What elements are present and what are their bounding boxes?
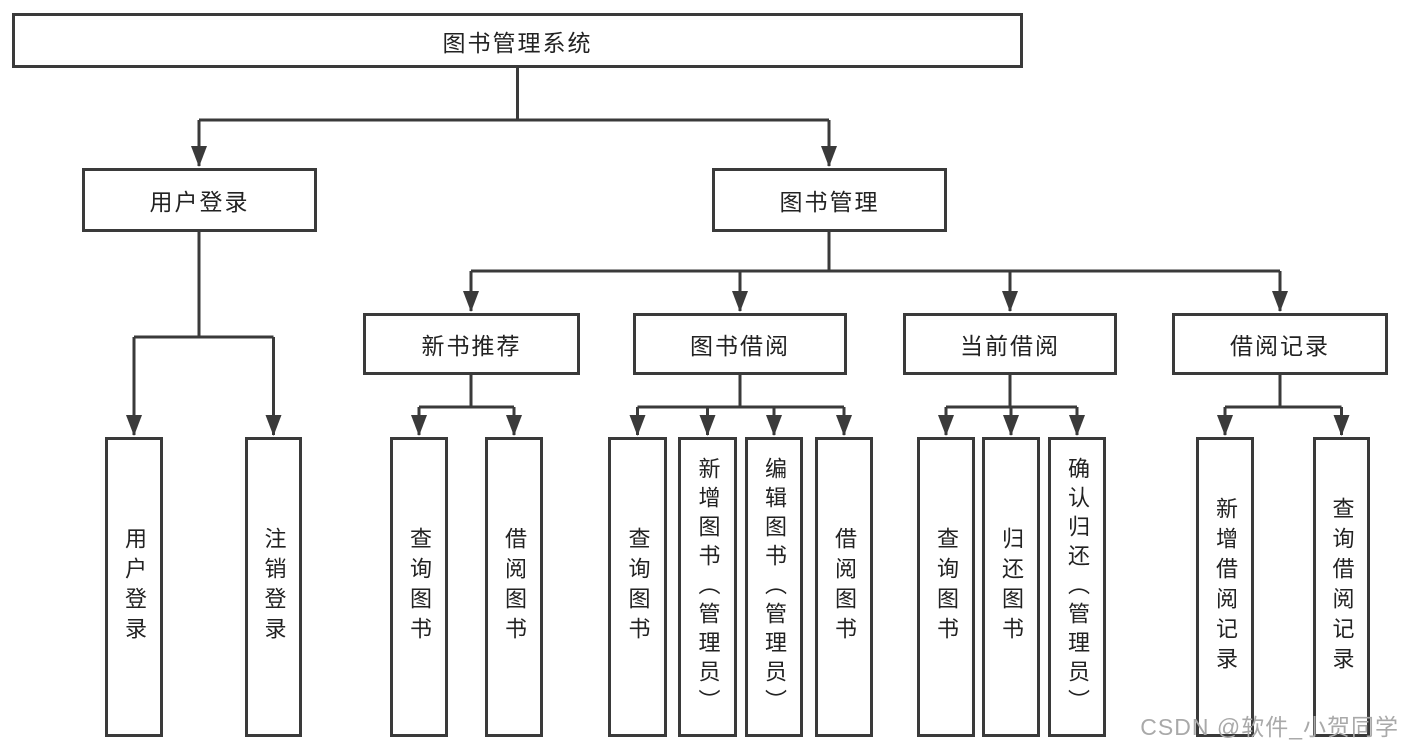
node-borrow-records-label: 借阅记录	[1230, 333, 1330, 359]
leaf-borrow-query-book: 查询图书	[608, 437, 667, 737]
leaf-label: 查询借阅记录	[1329, 497, 1355, 677]
node-current-borrow: 当前借阅	[903, 313, 1117, 375]
node-user-login: 用户登录	[82, 168, 317, 232]
user-login-connector	[126, 232, 282, 436]
node-book-manage: 图书管理	[712, 168, 947, 232]
leaf-label: 编辑图书（管理员）	[762, 456, 787, 718]
leaf-return-book: 归还图书	[982, 437, 1040, 737]
node-new-book-recommend: 新书推荐	[363, 313, 580, 375]
current-connector	[938, 375, 1085, 436]
node-book-borrow-label: 图书借阅	[690, 333, 790, 359]
leaf-borrow-book: 借阅图书	[815, 437, 873, 737]
node-book-manage-label: 图书管理	[779, 189, 880, 215]
leaf-label: 注销登录	[261, 527, 287, 647]
leaf-add-borrow-record: 新增借阅记录	[1196, 437, 1254, 737]
book-manage-connector	[463, 232, 1288, 312]
leaf-label: 查询图书	[407, 527, 432, 647]
watermark: CSDN @软件_小贺同学	[1140, 714, 1399, 740]
node-new-book-recommend-label: 新书推荐	[421, 333, 522, 359]
leaf-logout: 注销登录	[245, 437, 302, 737]
leaf-user-login: 用户登录	[105, 437, 163, 737]
leaf-recommend-borrow-book: 借阅图书	[485, 437, 543, 737]
leaf-label: 借阅图书	[832, 527, 857, 647]
records-connector	[1217, 375, 1350, 436]
node-book-borrow: 图书借阅	[633, 313, 847, 375]
leaf-label: 查询图书	[934, 527, 959, 647]
root-connector	[191, 68, 837, 167]
leaf-recommend-query-book: 查询图书	[390, 437, 448, 737]
leaf-label: 归还图书	[999, 527, 1024, 647]
leaf-current-query-book: 查询图书	[917, 437, 975, 737]
leaf-add-book-admin: 新增图书（管理员）	[678, 437, 737, 737]
node-borrow-records: 借阅记录	[1172, 313, 1388, 375]
leaf-query-borrow-record: 查询借阅记录	[1313, 437, 1370, 737]
leaf-label: 确认归还（管理员）	[1065, 456, 1090, 718]
node-root-label: 图书管理系统	[442, 29, 593, 56]
leaf-label: 借阅图书	[502, 527, 527, 647]
node-root: 图书管理系统	[12, 13, 1023, 68]
recommend-connector	[411, 375, 522, 436]
leaf-confirm-return-admin: 确认归还（管理员）	[1048, 437, 1106, 737]
leaf-label: 新增图书（管理员）	[695, 456, 721, 718]
leaf-label: 查询图书	[625, 527, 651, 647]
node-current-borrow-label: 当前借阅	[960, 333, 1060, 359]
node-user-login-label: 用户登录	[149, 189, 250, 215]
leaf-edit-book-admin: 编辑图书（管理员）	[745, 437, 803, 737]
borrow-connector	[629, 375, 852, 436]
leaf-label: 新增借阅记录	[1213, 497, 1238, 677]
leaf-label: 用户登录	[122, 527, 147, 647]
